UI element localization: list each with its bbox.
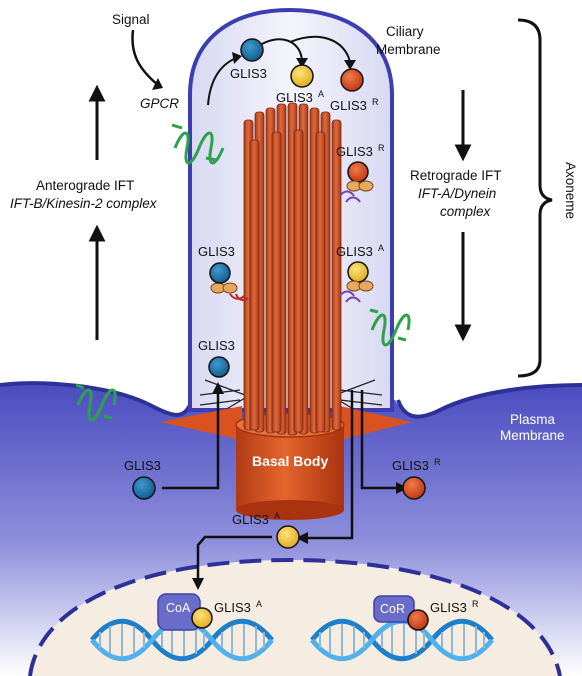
basal-body-label: Basal Body: [252, 453, 328, 469]
signal-arrow: [131, 29, 159, 86]
glis3a-label-cytoplasm: GLIS3 A: [232, 511, 280, 527]
svg-text:GLIS3: GLIS3: [392, 458, 429, 473]
plasma-membrane-label-2: Membrane: [500, 428, 565, 443]
gpcr-to-glis3-arrow: [207, 57, 237, 106]
svg-text:GLIS3: GLIS3: [336, 244, 373, 259]
ciliary-membrane-label-1: Ciliary: [386, 24, 424, 39]
glis3r-label-nucleus: GLIS3 R: [430, 599, 479, 615]
glis3a-particle-cytoplasm: [276, 525, 300, 549]
gpcr-receptor-left: [75, 383, 117, 422]
svg-text:A: A: [256, 599, 262, 609]
signal-arrowhead: [152, 78, 163, 90]
glis3r-particle-nucleus: [407, 609, 429, 631]
glis3-entry-arrow: [162, 392, 220, 490]
svg-text:GLIS3: GLIS3: [232, 512, 269, 527]
svg-text:GLIS3: GLIS3: [276, 90, 313, 105]
svg-text:GLIS3: GLIS3: [330, 98, 367, 113]
svg-text:A: A: [318, 89, 324, 99]
gpcr-receptor-right: [369, 308, 411, 347]
gpcr-receptor-top: [171, 123, 225, 165]
coa-label: CoA: [166, 601, 191, 615]
retrograde-label: Retrograde IFT: [410, 168, 502, 183]
plasma-membrane-label-1: Plasma: [510, 412, 556, 427]
arrowhead: [396, 482, 408, 494]
glis3-particle-cytoplasm: [132, 476, 156, 500]
arrowhead: [344, 60, 356, 70]
glis3a-label-top: GLIS3 A: [276, 89, 324, 105]
retrograde-glis3a-train: [339, 261, 374, 303]
arrowhead: [212, 382, 224, 394]
basal-body: [235, 412, 345, 520]
glis3-processing-arrow: [261, 38, 303, 61]
plasma-membrane: [0, 381, 582, 419]
corepressor-box: [373, 595, 415, 623]
arrowhead: [296, 532, 308, 544]
glis3r-exit-arrow: [360, 390, 398, 490]
glis3r-particle-cytoplasm: [402, 476, 426, 500]
glis3-repressor-arrow: [289, 35, 351, 63]
glis3a-particle-top: [290, 64, 314, 88]
cor-label: CoR: [380, 602, 405, 616]
retrograde-arrows: [454, 90, 472, 342]
svg-text:GLIS3: GLIS3: [430, 600, 467, 615]
anterograde-arrows: [88, 84, 106, 340]
glis3-label-anterograde: GLIS3: [198, 244, 235, 259]
svg-text:R: R: [378, 143, 385, 153]
glis3r-label-top: GLIS3 R: [330, 97, 379, 113]
glis3a-exit-arrow: [306, 390, 354, 540]
glis3a-label-nucleus: GLIS3 A: [214, 599, 262, 615]
glis3a-nuclear-import-arrow: [196, 535, 272, 580]
glis3a-label-retrograde: GLIS3 A: [336, 243, 384, 259]
glis3a-particle-nucleus: [191, 607, 213, 629]
anterograde-glis3-train: [209, 262, 249, 302]
axoneme-microtubules: [243, 102, 342, 436]
glis3-label-top: GLIS3: [230, 66, 267, 81]
arrowhead: [232, 52, 242, 64]
retrograde-complex-label-2: complex: [440, 204, 492, 219]
glis3-label-cytoplasm: GLIS3: [124, 458, 161, 473]
glis3r-label-retrograde: GLIS3 R: [336, 143, 385, 159]
transition-zone-right: [340, 406, 412, 440]
svg-text:R: R: [372, 97, 379, 107]
glis3r-particle-top: [340, 68, 364, 92]
glis3-label-lower: GLIS3: [198, 338, 235, 353]
transition-zone-left: [160, 406, 242, 440]
arrowhead: [296, 58, 308, 68]
retrograde-glis3r-train: [339, 161, 374, 203]
svg-text:A: A: [378, 243, 384, 253]
svg-text:R: R: [472, 599, 479, 609]
svg-text:GLIS3: GLIS3: [214, 600, 251, 615]
retrograde-complex-label-1: IFT-A/Dynein: [418, 186, 496, 201]
axoneme-bracket: [517, 18, 553, 378]
svg-text:R: R: [434, 457, 441, 467]
svg-text:GLIS3: GLIS3: [336, 144, 373, 159]
anterograde-label: Anterograde IFT: [36, 178, 134, 193]
nuclear-envelope: [28, 557, 562, 676]
signal-label: Signal: [112, 12, 150, 27]
svg-text:A: A: [274, 511, 280, 521]
axoneme-label: Axoneme: [563, 162, 578, 219]
glis3r-label-cytoplasm: GLIS3 R: [392, 457, 441, 473]
anterograde-complex-label: IFT-B/Kinesin-2 complex: [10, 196, 158, 211]
glis3-particle-top: [240, 38, 264, 62]
gpcr-label: GPCR: [140, 96, 179, 111]
ciliary-membrane-label-2: Membrane: [376, 42, 441, 57]
arrowhead: [192, 578, 204, 590]
glis3-particle-lower: [208, 356, 230, 378]
